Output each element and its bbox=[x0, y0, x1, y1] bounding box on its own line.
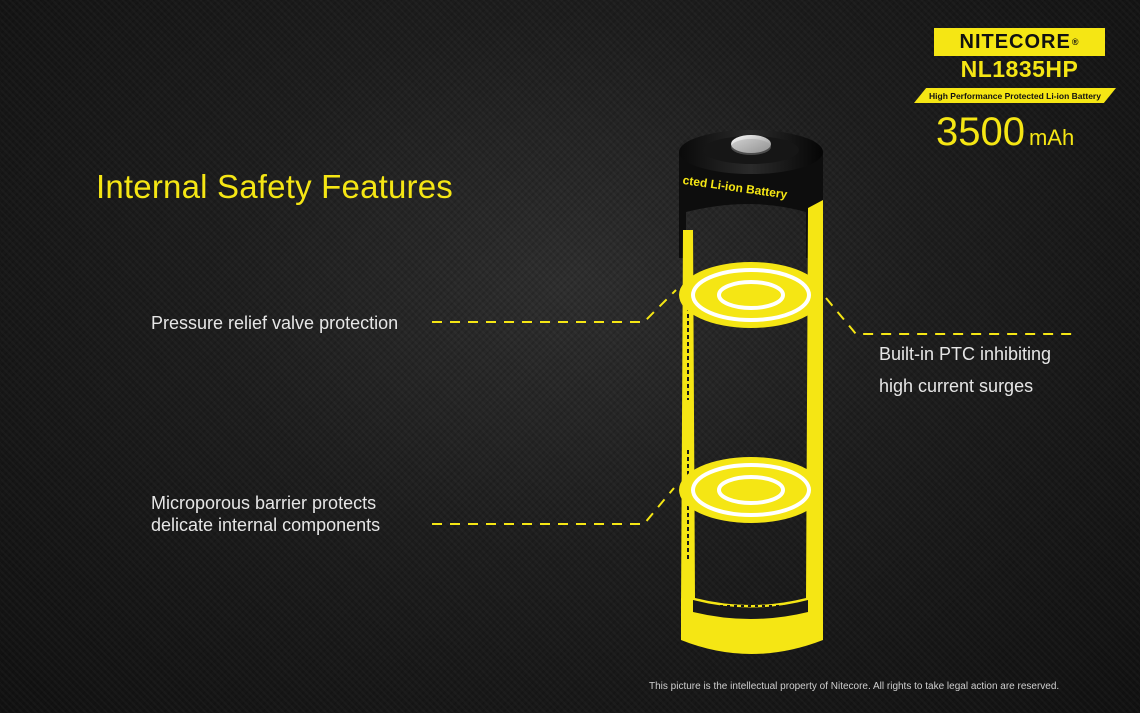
model-name: NL1835HP bbox=[960, 56, 1079, 82]
callout-line-microporous bbox=[432, 487, 675, 525]
callout-microporous-line1: Microporous barrier protects bbox=[151, 493, 377, 513]
callout-line-pressure bbox=[432, 289, 677, 323]
battery-top-cap: cted Li-ion Battery bbox=[679, 130, 823, 258]
battery-print-marks bbox=[687, 300, 790, 607]
pressure-relief-disc bbox=[679, 262, 823, 328]
registered-mark: ® bbox=[1071, 37, 1080, 47]
capacity-value: 3500 bbox=[936, 110, 1025, 154]
callout-ptc-line1: Built-in PTC inhibiting bbox=[879, 344, 1052, 364]
battery-cutaway-frame bbox=[681, 200, 823, 654]
brand-name: NITECORE bbox=[959, 30, 1071, 53]
copyright-notice: This picture is the intellectual propert… bbox=[649, 681, 1060, 692]
capacity-unit: mAh bbox=[1028, 125, 1075, 150]
tagline-text: High Performance Protected Li-ion Batter… bbox=[929, 90, 1101, 101]
callout-ptc-line2: high current surges bbox=[879, 376, 1034, 396]
tagline-badge: High Performance Protected Li-ion Batter… bbox=[914, 88, 1116, 103]
page-title: Internal Safety Features bbox=[96, 168, 453, 205]
callout-line-ptc bbox=[825, 297, 1076, 335]
callout-pressure-relief: Pressure relief valve protection bbox=[151, 313, 399, 333]
microporous-barrier-disc bbox=[679, 457, 823, 523]
brand-logo: NITECORE® bbox=[934, 28, 1105, 56]
callout-microporous-line2: delicate internal components bbox=[151, 515, 381, 535]
